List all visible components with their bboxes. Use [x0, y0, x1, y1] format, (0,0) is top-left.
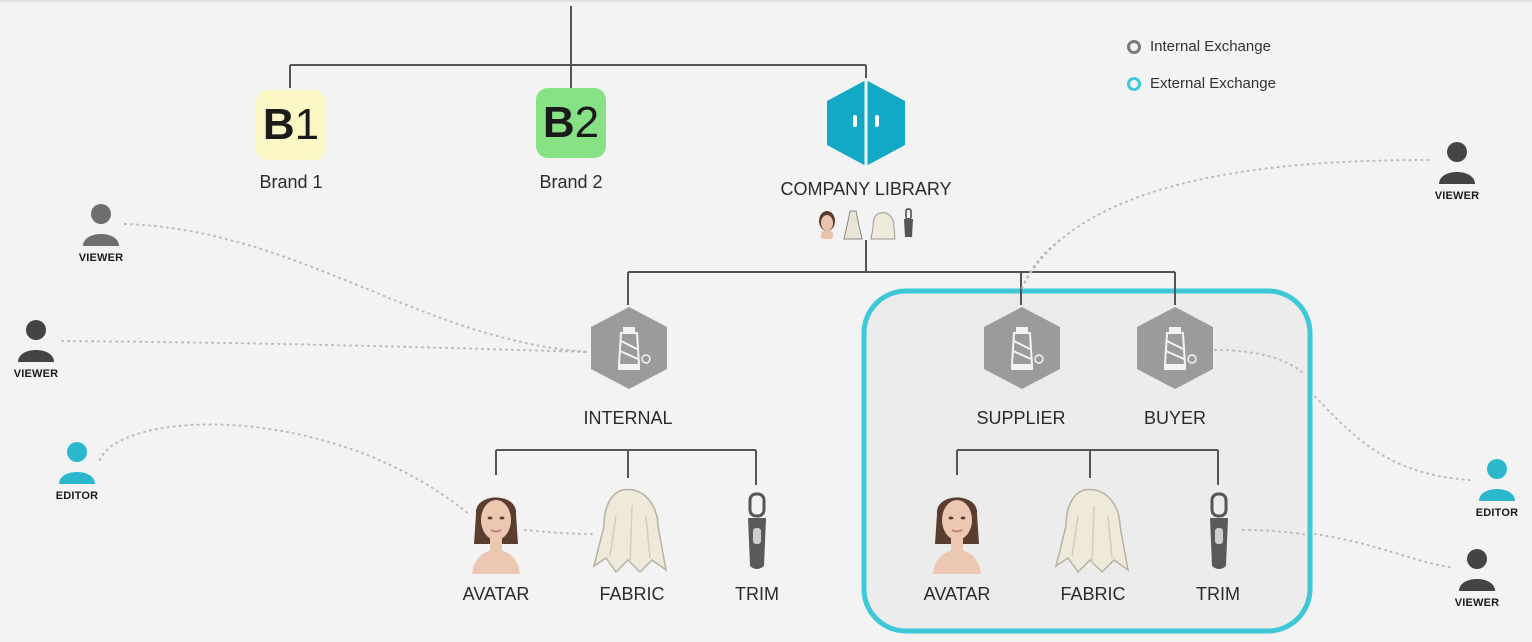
user-role-label: VIEWER [1434, 190, 1480, 202]
dress-thumb-icon [843, 210, 863, 240]
fabric-icon[interactable] [592, 486, 668, 574]
user-role-label: VIEWER [13, 368, 59, 380]
legend-internal-label: Internal Exchange [1150, 38, 1271, 55]
person-icon [83, 204, 119, 246]
user-role-label: VIEWER [1454, 597, 1500, 609]
library-hexagon-icon[interactable] [823, 78, 909, 168]
zipper-trim-icon[interactable] [744, 492, 770, 572]
zipper-trim-icon[interactable] [1206, 492, 1232, 572]
internal-asset-avatar-label: AVATAR [462, 584, 530, 604]
brand-2-label: Brand 2 [539, 172, 603, 192]
person-icon [59, 442, 95, 484]
library-thumbnails [819, 208, 913, 240]
legend-internal: Internal Exchange [1127, 38, 1271, 55]
user-role-label: EDITOR [55, 490, 99, 502]
right-editor-user[interactable]: EDITOR [1472, 457, 1522, 519]
fabric-icon[interactable] [1054, 486, 1130, 574]
right-viewer-user-1[interactable]: VIEWER [1432, 140, 1482, 202]
person-icon [1439, 142, 1475, 184]
brand-1-number: 1 [294, 100, 320, 149]
external-dot-icon [1127, 76, 1141, 91]
internal-dot-icon [1127, 39, 1141, 54]
brand-1-label: Brand 1 [259, 172, 323, 192]
person-icon [1479, 459, 1515, 501]
external-asset-trim-label: TRIM [1196, 584, 1240, 604]
top-border [0, 0, 1532, 2]
brand-2-letter: B [542, 98, 575, 147]
zipper-thumb-icon [904, 208, 913, 237]
legend-external-label: External Exchange [1150, 75, 1276, 92]
left-viewer-user-1[interactable]: VIEWER [76, 202, 126, 264]
internal-asset-fabric-label: FABRIC [599, 584, 665, 604]
internal-group-label: INTERNAL [583, 408, 673, 428]
user-role-label: EDITOR [1475, 507, 1519, 519]
buyer-group-label: BUYER [1143, 408, 1207, 428]
avatar-icon[interactable] [927, 484, 987, 574]
person-icon [18, 320, 54, 362]
brand-1-letter: B [262, 100, 295, 149]
internal-thread-spool-icon[interactable] [588, 305, 670, 391]
company-library-label: COMPANY LIBRARY [780, 179, 952, 199]
user-role-label: VIEWER [78, 252, 124, 264]
external-exchange-frame [861, 288, 1313, 634]
supplier-thread-spool-icon[interactable] [981, 305, 1063, 391]
left-viewer-user-2[interactable]: VIEWER [11, 318, 61, 380]
avatar-thumb-icon [819, 211, 835, 239]
internal-asset-trim-label: TRIM [735, 584, 779, 604]
avatar-icon[interactable] [466, 484, 526, 574]
legend-external: External Exchange [1127, 75, 1276, 92]
external-asset-fabric-label: FABRIC [1060, 584, 1126, 604]
left-editor-user[interactable]: EDITOR [52, 440, 102, 502]
fabric-thumb-icon [870, 212, 896, 240]
person-icon [1459, 549, 1495, 591]
supplier-group-label: SUPPLIER [976, 408, 1066, 428]
brand-2-number: 2 [574, 98, 600, 147]
external-asset-avatar-label: AVATAR [923, 584, 991, 604]
right-viewer-user-2[interactable]: VIEWER [1452, 547, 1502, 609]
buyer-thread-spool-icon[interactable] [1134, 305, 1216, 391]
